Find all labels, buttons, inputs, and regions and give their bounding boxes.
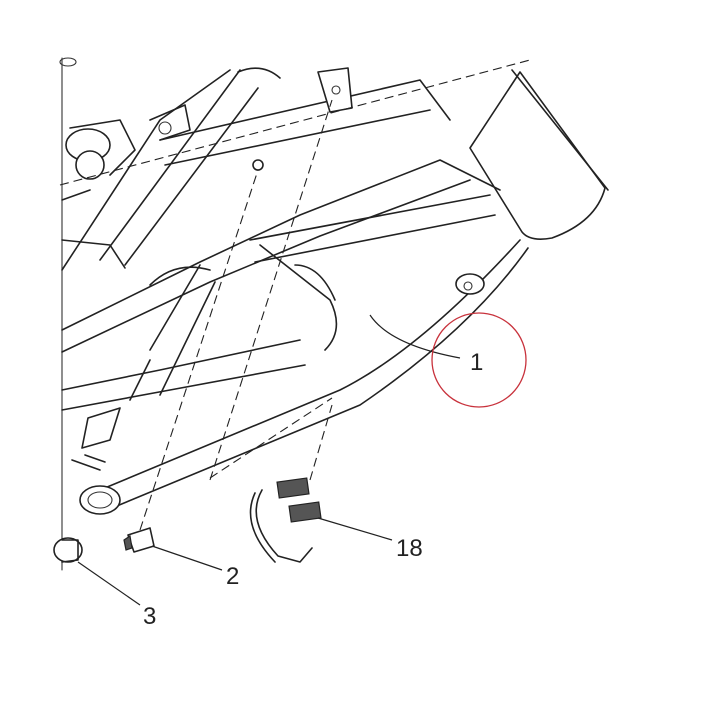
highlight-circle (431, 312, 527, 408)
callout-label-2: 2 (226, 563, 239, 590)
frame-illustration (59, 57, 609, 571)
callout-label-3: 3 (143, 603, 156, 630)
callout-part-1 (369, 312, 527, 408)
callout-label-18: 18 (396, 535, 423, 562)
clamp-part-18 (249, 477, 393, 563)
bracket-part-2 (123, 527, 223, 571)
callout-label-1: 1 (470, 349, 483, 376)
assembly-guide-lines (59, 59, 531, 531)
bushing-part-3 (53, 537, 141, 606)
